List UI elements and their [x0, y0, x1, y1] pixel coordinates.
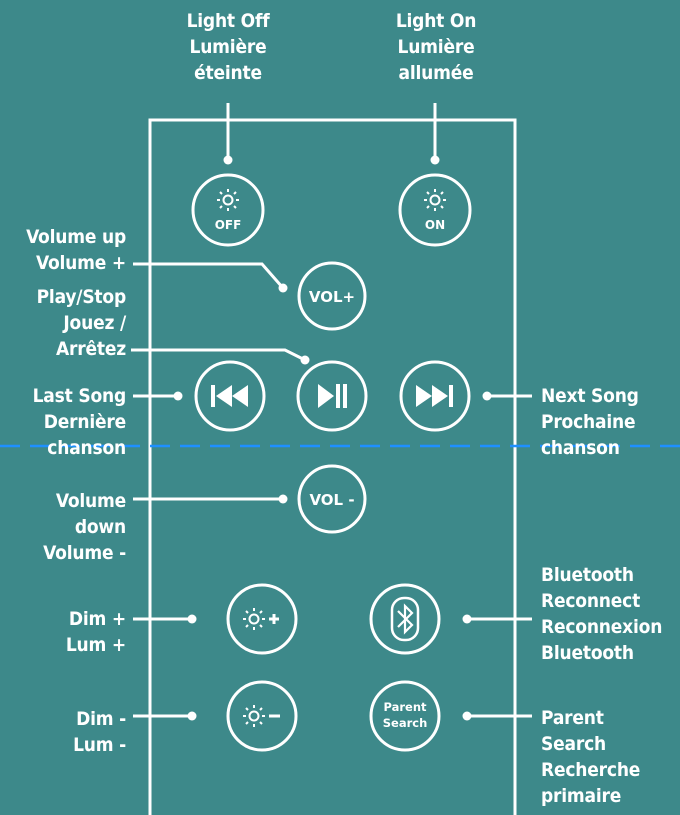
- skip-forward-icon: [416, 385, 453, 407]
- dim-plus-icon: [243, 608, 279, 630]
- volume-up-button[interactable]: VOL+: [297, 261, 367, 331]
- leader-play-stop: [131, 348, 306, 362]
- leader-dot-last-song: [173, 391, 183, 401]
- bluetooth-button[interactable]: [369, 583, 441, 655]
- parent-search-line1: Parent: [383, 700, 427, 714]
- light-off-text: OFF: [215, 218, 242, 232]
- sun-icon: [424, 189, 446, 211]
- volume-down-text: VOL -: [309, 491, 354, 509]
- sun-icon: [217, 189, 239, 211]
- bluetooth-icon: [397, 603, 414, 635]
- light-off-button[interactable]: OFF: [191, 173, 265, 247]
- dim-plus-button[interactable]: [226, 583, 298, 655]
- leader-dot-light-off: [223, 155, 233, 165]
- leader-dot-light-on: [430, 155, 440, 165]
- volume-up-text: VOL+: [309, 288, 355, 306]
- leader-dot-dim-plus: [187, 614, 197, 624]
- label-dim-plus: Dim +Lum +: [65, 608, 126, 656]
- leader-dot-volume-down: [278, 494, 288, 504]
- leader-lines: [131, 103, 532, 721]
- leader-volume-up: [133, 262, 285, 289]
- volume-down-button[interactable]: VOL -: [297, 464, 367, 534]
- parent-search-button[interactable]: Parent Search: [369, 680, 441, 752]
- leader-dot-parent-search: [462, 711, 472, 721]
- light-on-button[interactable]: ON: [398, 173, 472, 247]
- play-stop-button[interactable]: [296, 360, 368, 432]
- leader-dot-play-stop: [300, 355, 310, 365]
- leader-dot-bluetooth: [462, 614, 472, 624]
- remote-outline: [148, 118, 517, 815]
- dim-minus-icon: [243, 705, 280, 727]
- label-dim-minus: Dim -Lum -: [73, 708, 126, 756]
- dim-minus-button[interactable]: [226, 680, 298, 752]
- parent-search-line2: Search: [383, 716, 428, 730]
- last-song-button[interactable]: [194, 360, 266, 432]
- leader-dot-volume-up: [278, 283, 288, 293]
- skip-back-icon: [211, 385, 248, 407]
- leader-dot-next-song: [482, 391, 492, 401]
- next-song-button[interactable]: [399, 360, 471, 432]
- leader-dot-dim-minus: [187, 711, 197, 721]
- light-on-text: ON: [425, 218, 445, 232]
- play-pause-icon: [318, 384, 347, 408]
